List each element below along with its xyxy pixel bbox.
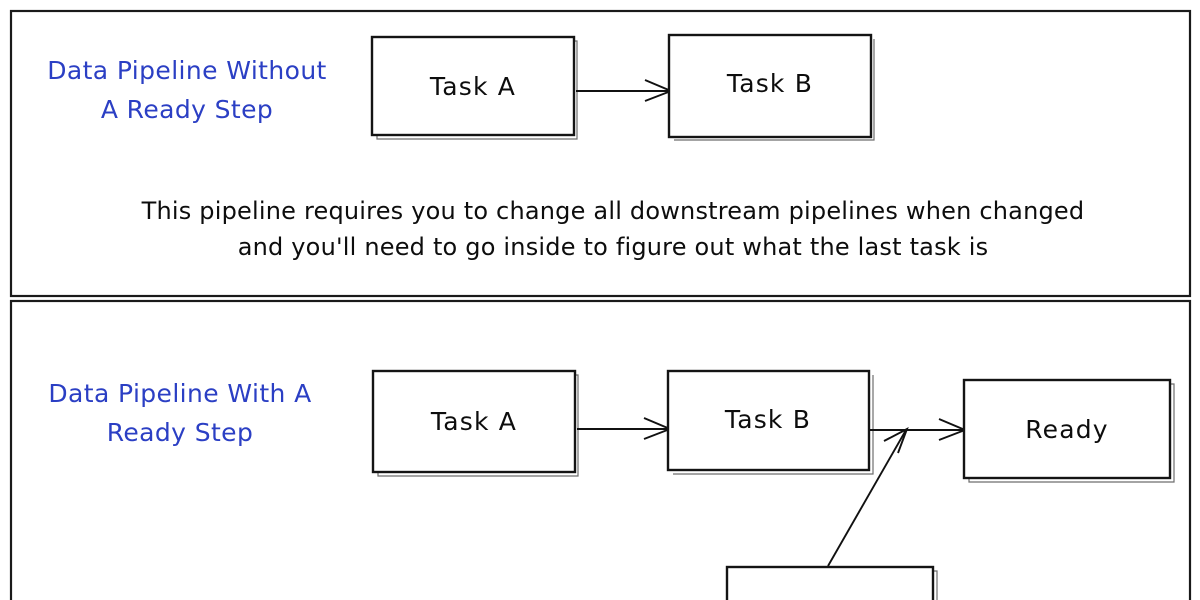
panel-1-title-line-2: A Ready Step bbox=[101, 95, 273, 124]
edge-p2-bottom-to-ready-arrowhead bbox=[883, 427, 909, 454]
node-p2-ready[interactable]: Ready bbox=[962, 378, 1175, 483]
node-p2-task-b-label: Task B bbox=[724, 405, 811, 434]
node-p1-task-a[interactable]: Task A bbox=[370, 35, 578, 140]
panel-1-title-line-1: Data Pipeline Without bbox=[47, 56, 327, 85]
panel-1-caption-line-1: This pipeline requires you to change all… bbox=[141, 197, 1085, 225]
node-p2-ready-label: Ready bbox=[1025, 415, 1109, 444]
node-p2-bottom-node-box[interactable] bbox=[725, 565, 935, 600]
node-p1-task-a-box[interactable] bbox=[370, 35, 576, 137]
node-p2-task-a-label: Task A bbox=[430, 407, 517, 436]
node-p2-bottom-node[interactable] bbox=[725, 565, 938, 600]
node-p1-task-b-shadow bbox=[674, 39, 875, 141]
node-p1-task-b-label: Task B bbox=[726, 69, 813, 98]
node-p2-task-a[interactable]: Task A bbox=[371, 369, 579, 477]
panel-without-ready-step: Data Pipeline Without A Ready Step Task … bbox=[9, 9, 1192, 298]
node-p2-task-b-shadow bbox=[673, 375, 874, 475]
panel-2-title-line-2: Ready Step bbox=[107, 418, 253, 447]
panel-with-ready-step: Data Pipeline With A Ready Step Task A T… bbox=[9, 299, 1192, 600]
node-p2-task-b-box[interactable] bbox=[666, 369, 871, 472]
edge-p2-bottom-to-ready-line bbox=[827, 429, 907, 567]
node-p1-task-b-box[interactable] bbox=[667, 33, 873, 139]
node-p1-task-a-label: Task A bbox=[429, 72, 516, 101]
edge-p2-bottom-to-ready bbox=[827, 427, 909, 567]
node-p2-task-a-box[interactable] bbox=[371, 369, 577, 474]
panel-1-border bbox=[9, 9, 1192, 298]
panel-2-title-line-1: Data Pipeline With A bbox=[48, 379, 311, 408]
node-p1-task-b[interactable]: Task B bbox=[667, 33, 875, 141]
node-p2-ready-box[interactable] bbox=[962, 378, 1172, 480]
panel-1-caption-line-2: and you'll need to go inside to figure o… bbox=[238, 233, 989, 261]
node-p2-task-b[interactable]: Task B bbox=[666, 369, 874, 475]
